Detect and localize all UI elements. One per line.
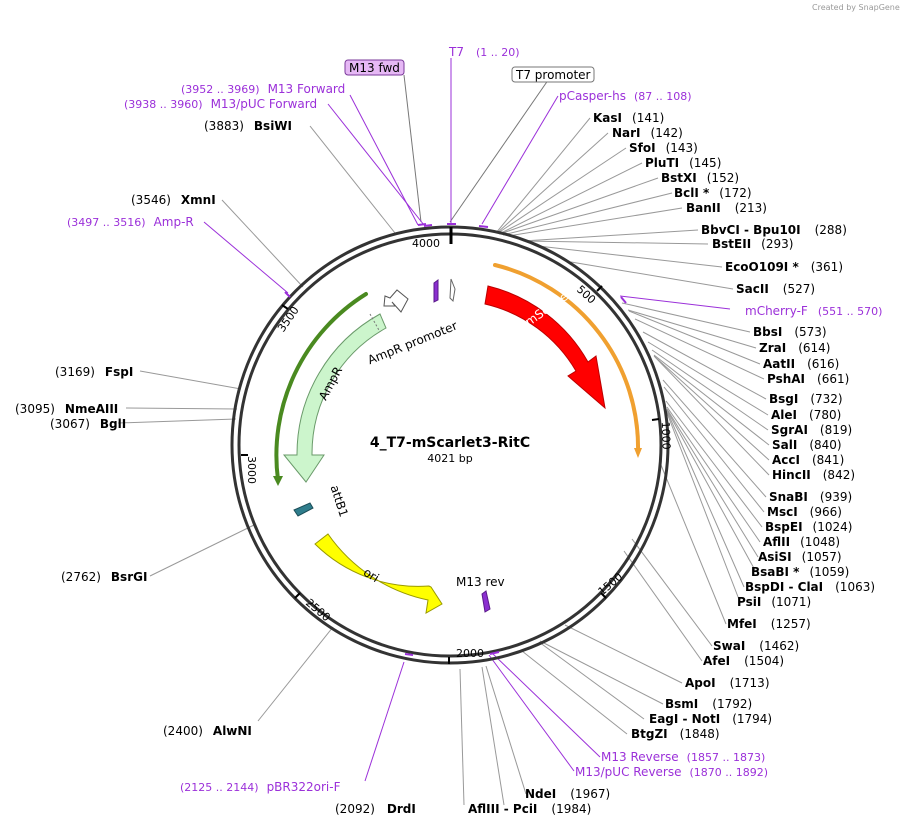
primer-t7[interactable]: T7(1 .. 20) xyxy=(448,45,520,59)
attb1-feature[interactable] xyxy=(293,502,314,517)
enzyme-site[interactable]: AflII(1048) xyxy=(763,535,840,549)
enzyme-site[interactable]: BspEI(1024) xyxy=(765,520,852,534)
tick-3000: 3000 xyxy=(245,456,258,484)
enzyme-site[interactable]: AflIII - PciI(1984) xyxy=(468,802,591,816)
primer-connectors xyxy=(203,58,731,782)
enzyme-site[interactable]: (3095)NmeAIII xyxy=(15,402,118,416)
connector-lines xyxy=(117,72,770,806)
primer-labels: T7(1 .. 20) pCasper-hs(87 .. 108) mCherr… xyxy=(67,45,882,794)
ampr-promoter-connector xyxy=(369,313,381,333)
tick-marks xyxy=(241,227,660,664)
plasmid-name: 4_T7-mScarlet3-RitC xyxy=(370,435,530,451)
enzyme-site[interactable]: (3169)FspI xyxy=(55,365,133,379)
primer-m13puc-forward[interactable]: (3938 .. 3960)M13/pUC Forward xyxy=(124,97,317,111)
enzyme-site[interactable]: EcoO109I *(361) xyxy=(725,260,843,274)
primer-marks xyxy=(284,223,627,656)
green-feature-arc xyxy=(274,292,368,482)
enzyme-site[interactable]: BclI *(172) xyxy=(674,186,752,200)
enzyme-labels-right: KasI(141) NarI(142) SfoI(143) PluTI(145)… xyxy=(593,111,875,741)
plasmid-length: 4021 bp xyxy=(427,452,472,465)
t7promoter-box[interactable] xyxy=(511,66,595,83)
credit-text: Created by SnapGene xyxy=(812,3,900,12)
enzyme-site[interactable]: PshAI(661) xyxy=(767,372,849,386)
enzyme-site[interactable]: BspDI - ClaI(1063) xyxy=(745,580,875,594)
enzyme-site[interactable]: BstXI(152) xyxy=(661,171,739,185)
ampr-promoter-feature[interactable] xyxy=(383,289,409,313)
enzyme-site[interactable]: BsmI(1792) xyxy=(665,697,752,711)
enzyme-site[interactable]: BsgI(732) xyxy=(769,392,843,406)
enzyme-labels-bottom: NdeI(1967) AflIII - PciI(1984) (2092)Drd… xyxy=(335,787,610,816)
enzyme-site[interactable]: AatII(616) xyxy=(763,357,839,371)
enzyme-site[interactable]: (2762)BsrGI xyxy=(61,570,147,584)
ori-label: ori xyxy=(361,565,382,585)
primer-m13reverse[interactable]: M13 Reverse(1857 .. 1873) xyxy=(601,750,765,764)
enzyme-site[interactable]: SacII(527) xyxy=(736,282,815,296)
m13fwd-box-label: M13 fwd xyxy=(349,61,400,75)
enzyme-site[interactable]: BbsI(573) xyxy=(753,325,827,339)
enzyme-site[interactable]: (3883)BsiWI xyxy=(204,119,292,133)
enzyme-site[interactable]: PluTI(145) xyxy=(645,156,721,170)
primer-pbr322[interactable]: (2125 .. 2144)pBR322ori-F xyxy=(180,780,341,794)
enzyme-site[interactable]: KasI(141) xyxy=(593,111,664,125)
mscarlet3-feature[interactable] xyxy=(484,285,606,410)
enzyme-site[interactable]: BsaBI *(1059) xyxy=(751,565,849,579)
tick-4000: 4000 xyxy=(412,237,440,250)
tick-2000: 2000 xyxy=(456,647,484,660)
enzyme-labels-left: (3883)BsiWI (3546)XmnI (3169)FspI (3095)… xyxy=(15,119,292,738)
m13fwd-feature[interactable] xyxy=(433,279,439,303)
enzyme-site[interactable]: EagI - NotI(1794) xyxy=(649,712,772,726)
enzyme-site[interactable]: AccI(841) xyxy=(772,453,844,467)
primer-m13forward[interactable]: (3952 .. 3969)M13 Forward xyxy=(181,82,345,96)
enzyme-site[interactable]: (3067)BglI xyxy=(50,417,126,431)
m13rev-feature[interactable] xyxy=(481,590,491,613)
enzyme-site[interactable]: AsiSI(1057) xyxy=(758,550,842,564)
enzyme-site[interactable]: NarI(142) xyxy=(612,126,683,140)
enzyme-site[interactable]: BtgZI(1848) xyxy=(631,727,720,741)
enzyme-site[interactable]: SgrAI(819) xyxy=(771,423,852,437)
enzyme-site[interactable]: AfeI(1504) xyxy=(703,654,784,668)
enzyme-site[interactable]: SwaI(1462) xyxy=(713,639,799,653)
enzyme-site[interactable]: ZraI(614) xyxy=(759,341,830,355)
green-arc-arrowhead xyxy=(273,476,283,486)
orange-feature-arc xyxy=(493,263,641,454)
enzyme-site[interactable]: (3546)XmnI xyxy=(131,193,216,207)
enzyme-site[interactable]: SfoI(143) xyxy=(629,141,698,155)
enzyme-site[interactable]: (2400)AlwNI xyxy=(163,724,252,738)
primer-pcasper[interactable]: pCasper-hs(87 .. 108) xyxy=(559,89,692,103)
enzyme-site[interactable]: SalI(840) xyxy=(772,438,842,452)
enzyme-site[interactable]: HincII(842) xyxy=(772,468,855,482)
orange-arc-arrowhead xyxy=(634,448,642,458)
enzyme-site[interactable]: BanII(213) xyxy=(686,201,767,215)
enzyme-site[interactable]: NdeI(1967) xyxy=(525,787,610,801)
enzyme-site[interactable]: BstEII(293) xyxy=(712,237,793,251)
t7promoter-box-label: T7 promoter xyxy=(515,68,591,82)
m13fwd-box[interactable] xyxy=(344,59,405,76)
enzyme-site[interactable]: MfeI(1257) xyxy=(727,617,811,631)
enzyme-site[interactable]: MscI(966) xyxy=(767,505,842,519)
attb1-label: attB1 xyxy=(327,483,350,518)
enzyme-site[interactable]: PsiI(1071) xyxy=(737,595,811,609)
m13rev-label: M13 rev xyxy=(456,575,505,589)
enzyme-site[interactable]: AleI(780) xyxy=(771,408,841,422)
enzyme-site[interactable]: (2092)DrdI xyxy=(335,802,416,816)
primer-mcherry[interactable]: mCherry-F(551 .. 570) xyxy=(745,304,882,318)
enzyme-site[interactable]: SnaBI(939) xyxy=(769,490,852,504)
enzyme-site[interactable]: ApoI(1713) xyxy=(685,676,770,690)
primer-ampr[interactable]: (3497 .. 3516)Amp-R xyxy=(67,215,194,229)
t7-promoter-feature[interactable] xyxy=(449,278,456,303)
ampr-feature[interactable] xyxy=(282,313,387,483)
ori-feature[interactable] xyxy=(314,533,443,614)
tick-1000: 1000 xyxy=(659,421,673,449)
primer-m13puc-reverse[interactable]: M13/pUC Reverse(1870 .. 1892) xyxy=(575,765,768,779)
enzyme-site[interactable]: BbvCI - Bpu10I(288) xyxy=(701,223,847,237)
